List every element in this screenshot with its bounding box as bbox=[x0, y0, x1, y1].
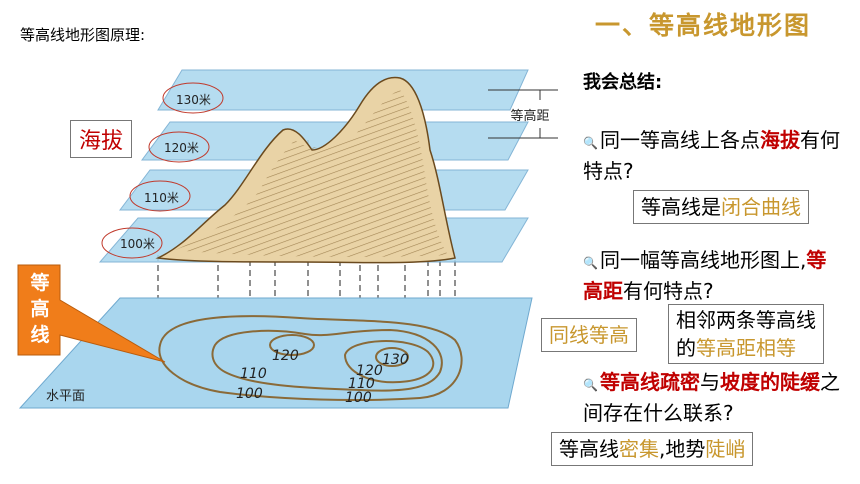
contour-label-110a: 110 bbox=[240, 366, 267, 382]
a3-text: 等高线 bbox=[559, 437, 619, 461]
question-2: 🔍同一幅等高线地形图上,等高距有何特点? bbox=[583, 246, 843, 305]
q1-key: 海拔 bbox=[759, 128, 800, 152]
mountain-texture bbox=[175, 90, 448, 257]
summary-heading: 我会总结: bbox=[583, 72, 663, 93]
q3-key1: 等高线疏密 bbox=[599, 370, 700, 394]
contour-label-110b: 110 bbox=[348, 376, 375, 392]
plane-130 bbox=[157, 69, 529, 111]
answer-2-right: 相邻两条等高线 的等高距相等 bbox=[668, 304, 824, 364]
contour-lines bbox=[158, 315, 463, 401]
a1-highlight: 闭合曲线 bbox=[721, 195, 801, 219]
slide-title: 一、等高线地形图 bbox=[595, 11, 812, 40]
q2-text: 同一幅等高线地形图上, bbox=[599, 248, 807, 272]
a3-highlight-2: 陡峭 bbox=[705, 437, 746, 461]
q3-post: 之间存在什么联系? bbox=[583, 370, 840, 425]
callout-char-2: 高 bbox=[30, 298, 50, 320]
layer-label-110: 110米 bbox=[144, 191, 179, 205]
a2-left-text: 同线等高 bbox=[549, 323, 629, 347]
layer-label-120: 120米 bbox=[164, 141, 199, 155]
a2-right-pre: 的 bbox=[676, 336, 696, 360]
contour-callout-text: 等 高 线 bbox=[22, 270, 58, 348]
q2-key: 等高距 bbox=[583, 248, 827, 303]
q3-key2: 坡度的陡缓 bbox=[719, 370, 820, 394]
q2-post: 有何特点? bbox=[623, 279, 714, 303]
highlight-ellipse-100 bbox=[101, 227, 163, 259]
magnifier-icon: 🔍 bbox=[583, 256, 598, 270]
contour-label-100b: 100 bbox=[345, 390, 372, 406]
a3-highlight-1: 密集 bbox=[619, 437, 659, 461]
q1-post: 有何特点? bbox=[583, 128, 840, 183]
a3-mid: ,地势 bbox=[659, 437, 706, 461]
figure-caption: 等高线地形图原理: bbox=[20, 26, 146, 44]
answer-3: 等高线密集,地势陡峭 bbox=[551, 432, 754, 466]
contour-label-120b: 120 bbox=[356, 363, 383, 379]
a2-right-highlight: 等高距相等 bbox=[696, 336, 796, 360]
a2-right-line1: 相邻两条等高线 bbox=[676, 308, 816, 332]
contour-callout-shape bbox=[17, 264, 166, 363]
question-3: 🔍等高线疏密与坡度的陡缓之间存在什么联系? bbox=[583, 368, 855, 427]
contour-principle-figure: 等高距 120 130 120 110 110 100 100 水平面 130米… bbox=[17, 69, 558, 409]
q1-text: 同一等高线上各点 bbox=[599, 128, 760, 152]
horizontal-plane bbox=[18, 297, 533, 409]
highlight-ellipse-120 bbox=[148, 131, 210, 163]
altitude-label-box: 海拔 bbox=[70, 120, 133, 158]
highlight-ellipse-110 bbox=[129, 180, 191, 212]
callout-char-3: 线 bbox=[30, 324, 50, 346]
callout-char-1: 等 bbox=[30, 272, 50, 294]
plane-label: 水平面 bbox=[46, 389, 85, 404]
contour-label-120a: 120 bbox=[272, 348, 299, 364]
contour-label-130: 130 bbox=[382, 352, 409, 368]
layer-label-100: 100米 bbox=[120, 237, 155, 251]
interval-label: 等高距 bbox=[510, 108, 549, 124]
a1-text: 等高线是 bbox=[641, 195, 721, 219]
interval-bracket bbox=[488, 89, 558, 139]
magnifier-icon: 🔍 bbox=[583, 136, 598, 150]
contour-label-100a: 100 bbox=[236, 386, 263, 402]
q3-mid: 与 bbox=[699, 370, 720, 394]
question-1: 🔍同一等高线上各点海拔有何特点? bbox=[583, 126, 855, 185]
answer-2-left: 同线等高 bbox=[541, 318, 637, 352]
answer-1: 等高线是闭合曲线 bbox=[633, 190, 809, 224]
layer-label-130: 130米 bbox=[176, 93, 211, 107]
highlight-ellipse-130 bbox=[162, 82, 224, 114]
magnifier-icon: 🔍 bbox=[583, 378, 598, 392]
